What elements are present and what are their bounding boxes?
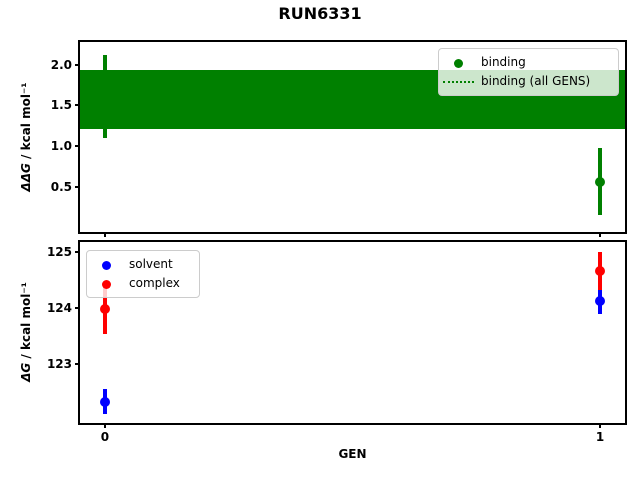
legend-entry: binding (all GENS) [439,73,618,92]
top-y-axis-label-symbol: ΔΔG [19,163,33,192]
y-tick-label: 125 [46,244,72,259]
legend-dot-marker-icon [102,280,111,289]
y-tick-label: 0.5 [50,179,72,194]
data-point [99,396,110,407]
data-point [595,265,605,276]
data-point [595,176,605,187]
legend-dot-marker-icon [454,59,463,68]
top-axes [78,40,627,234]
x-tick-mark [103,232,106,237]
y-tick-label: 1.5 [50,98,72,113]
y-tick-label: 124 [46,300,72,315]
legend-dot-marker-icon [102,261,111,270]
y-tick-mark [75,63,80,66]
legend-entry: complex [87,275,199,294]
bottom-axes [78,240,627,425]
legend-label: binding [481,55,526,69]
y-tick-label: 1.0 [50,138,72,153]
y-tick-label: 2.0 [50,57,72,72]
legend-label: binding (all GENS) [481,74,591,88]
x-tick-label: 1 [595,430,605,444]
data-point [99,304,110,315]
y-tick-mark [75,104,80,107]
legend-entry: solvent [87,256,199,275]
data-point [99,91,110,102]
figure-title: RUN6331 [278,4,362,23]
x-axis-label: GEN [338,447,367,461]
x-tick-label: 0 [100,430,110,444]
data-point [595,296,605,307]
y-tick-mark [75,185,80,188]
legend-dotted-line-icon [443,81,474,83]
x-tick-mark [103,423,106,428]
y-tick-label: 123 [46,357,72,372]
x-tick-mark [599,423,601,428]
legend-label: solvent [129,257,173,271]
bottom-y-axis-label-symbol: ΔG [19,362,33,382]
legend-box: binding binding (all GENS) [438,48,619,96]
x-tick-mark [599,232,601,237]
legend-box: solvent complex [86,250,200,298]
legend-entry: binding [439,54,618,73]
y-tick-mark [75,363,80,366]
bottom-y-axis-label-units: / kcal mol⁻¹ [19,282,33,363]
y-tick-mark [75,144,80,147]
y-tick-mark [75,250,80,253]
legend-label: complex [129,276,180,290]
y-tick-mark [75,306,80,309]
top-y-axis-label-units: / kcal mol⁻¹ [19,82,33,164]
